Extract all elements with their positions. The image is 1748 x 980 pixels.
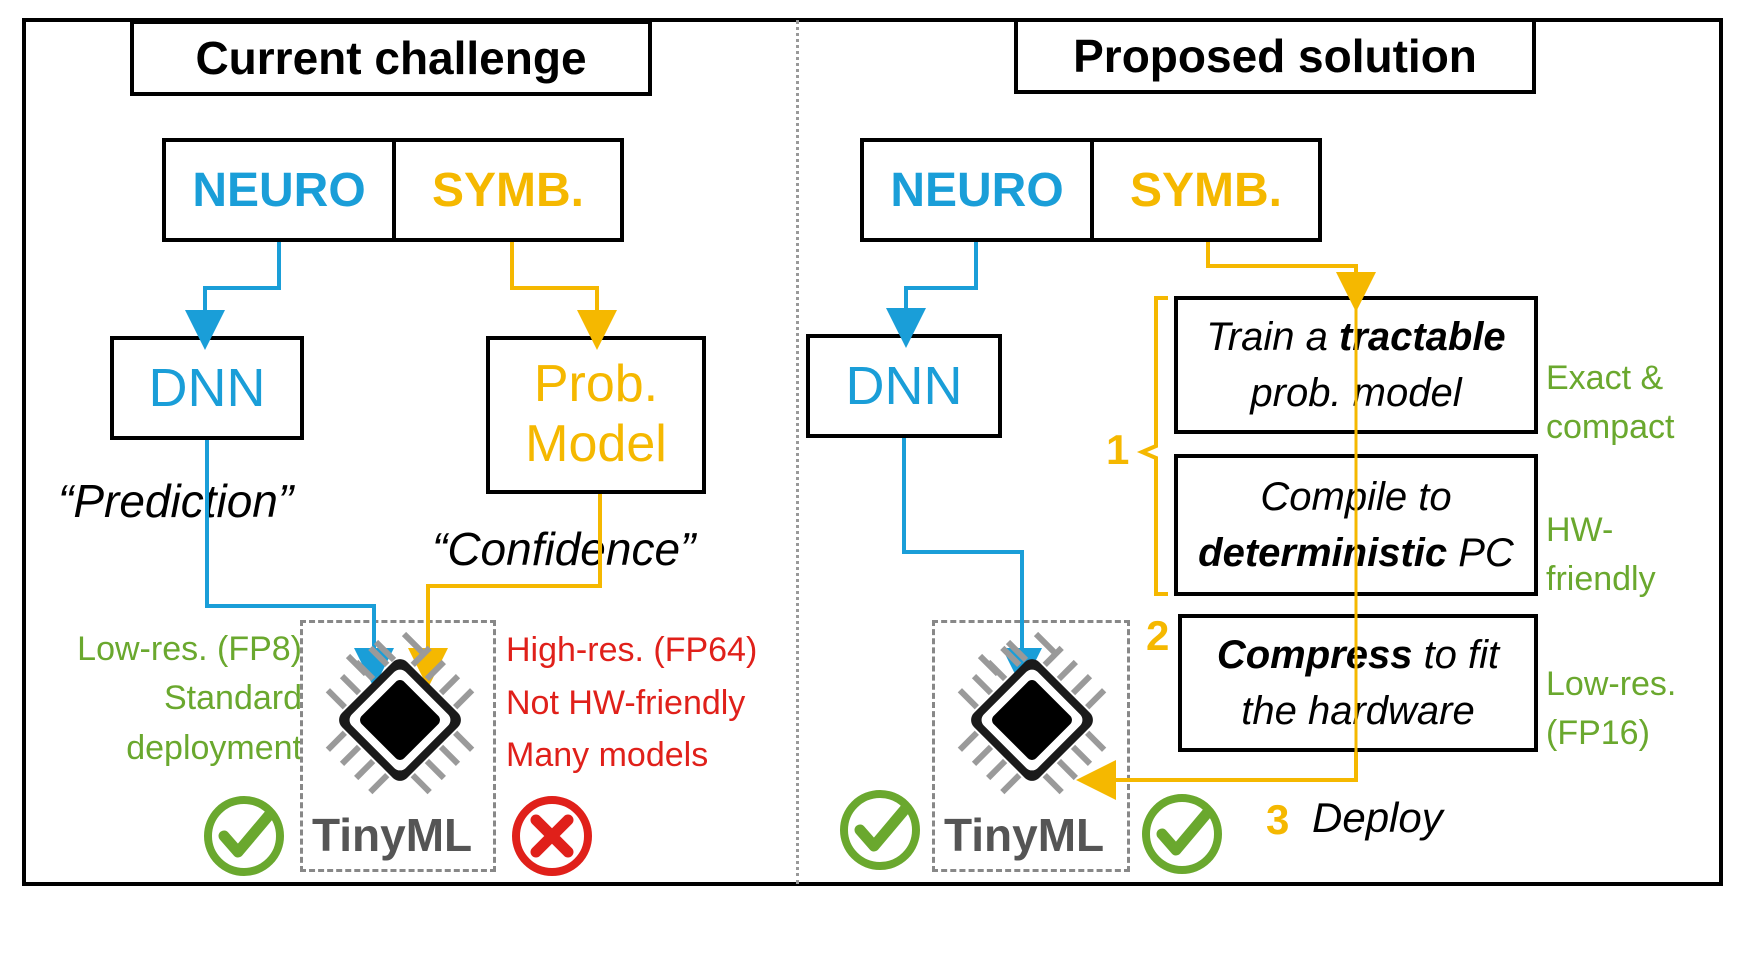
- red-note-not-hw-friendly: Not HW-friendly: [506, 683, 746, 722]
- right-tinyml-label: TinyML: [944, 809, 1105, 861]
- panel-divider: [796, 20, 799, 884]
- note-lowres-line2: (FP16): [1546, 714, 1650, 753]
- left-title: Current challenge: [130, 20, 652, 96]
- left-red-notes: High-res. (FP64) Not HW-friendly Many mo…: [506, 624, 757, 782]
- left-x-circle-icon: [512, 796, 592, 876]
- note-hw-line2: friendly: [1546, 560, 1656, 599]
- right-symb-box: SYMB.: [1090, 138, 1322, 242]
- left-check-circle-icon: [208, 800, 280, 872]
- right-title-text: Proposed solution: [1073, 30, 1477, 82]
- right-tinyml-frame: [932, 620, 1130, 872]
- right-deploy-arrow: [1076, 752, 1358, 800]
- prediction-quote: “Prediction”: [58, 475, 294, 527]
- red-note-many-models: Many models: [506, 736, 709, 775]
- left-symb-arrow: [510, 242, 617, 350]
- right-check-circle-icon-2: [1146, 798, 1218, 870]
- right-neuro-arrow: [886, 242, 978, 348]
- left-dnn-box: DNN: [110, 336, 304, 440]
- left-neuro-label: NEURO: [192, 163, 366, 217]
- left-prob-to-chip-arrow: [408, 494, 602, 688]
- confidence-quote: “Confidence”: [432, 523, 696, 575]
- left-symb-label: SYMB.: [431, 163, 584, 217]
- left-title-text: Current challenge: [195, 32, 587, 84]
- prob-label-line2: Model: [525, 415, 667, 473]
- note-exact-compact: Exact & compact: [1546, 354, 1675, 453]
- compress-line1: Compress to fit: [1216, 633, 1500, 677]
- right-dnn-to-chip-arrow: [902, 438, 1042, 688]
- right-chip-icon: [930, 618, 1134, 822]
- left-prob-model-box: Prob. Model: [486, 336, 706, 494]
- right-neuro-label: NEURO: [890, 163, 1064, 217]
- note-lowres-line1: Low-res.: [1546, 665, 1677, 703]
- green-note-standard: Standard: [164, 679, 302, 718]
- right-check-circle-icon-1: [844, 794, 916, 866]
- right-symb-label: SYMB.: [1129, 163, 1282, 217]
- left-neuro-arrow: [185, 242, 281, 350]
- prob-label-line1: Prob.: [533, 355, 659, 414]
- red-note-highres: High-res. (FP64): [506, 631, 758, 669]
- left-tinyml-label: TinyML: [312, 809, 473, 861]
- train-line1: Train a tractable: [1206, 315, 1506, 359]
- step-number-2: 2: [1146, 612, 1170, 659]
- note-exact-line2: compact: [1546, 408, 1675, 447]
- right-title: Proposed solution: [1014, 18, 1536, 94]
- outer-frame: [22, 18, 1723, 886]
- right-neuro-box: NEURO: [860, 138, 1094, 242]
- note-hw-line1: HW-: [1546, 511, 1614, 549]
- deploy-label: Deploy: [1312, 794, 1443, 841]
- note-hw-friendly: HW- friendly: [1546, 506, 1656, 605]
- compress-line2: the hardware: [1241, 689, 1475, 733]
- left-tinyml-frame: [300, 620, 496, 872]
- note-exact-line1: Exact &: [1546, 359, 1664, 397]
- left-dnn-label: DNN: [148, 358, 266, 418]
- left-dnn-to-chip-arrow: [205, 440, 394, 688]
- green-note-lowres: Low-res. (FP8): [77, 630, 302, 668]
- left-chip-icon: [298, 618, 502, 822]
- step1-brace: [1136, 296, 1168, 596]
- left-symb-box: SYMB.: [392, 138, 624, 242]
- green-note-deployment: deployment: [126, 728, 302, 767]
- step-number-1: 1: [1106, 426, 1130, 473]
- note-lowres-fp16: Low-res. (FP16): [1546, 660, 1676, 759]
- compress-box: Compress to fit the hardware: [1178, 614, 1538, 752]
- right-dnn-label: DNN: [845, 356, 963, 416]
- step-number-3: 3: [1266, 796, 1290, 843]
- compile-line2: deterministic PC: [1198, 531, 1514, 575]
- right-symb-arrow: [1206, 242, 1376, 312]
- left-green-notes: Low-res. (FP8) Standard deployment: [40, 625, 302, 773]
